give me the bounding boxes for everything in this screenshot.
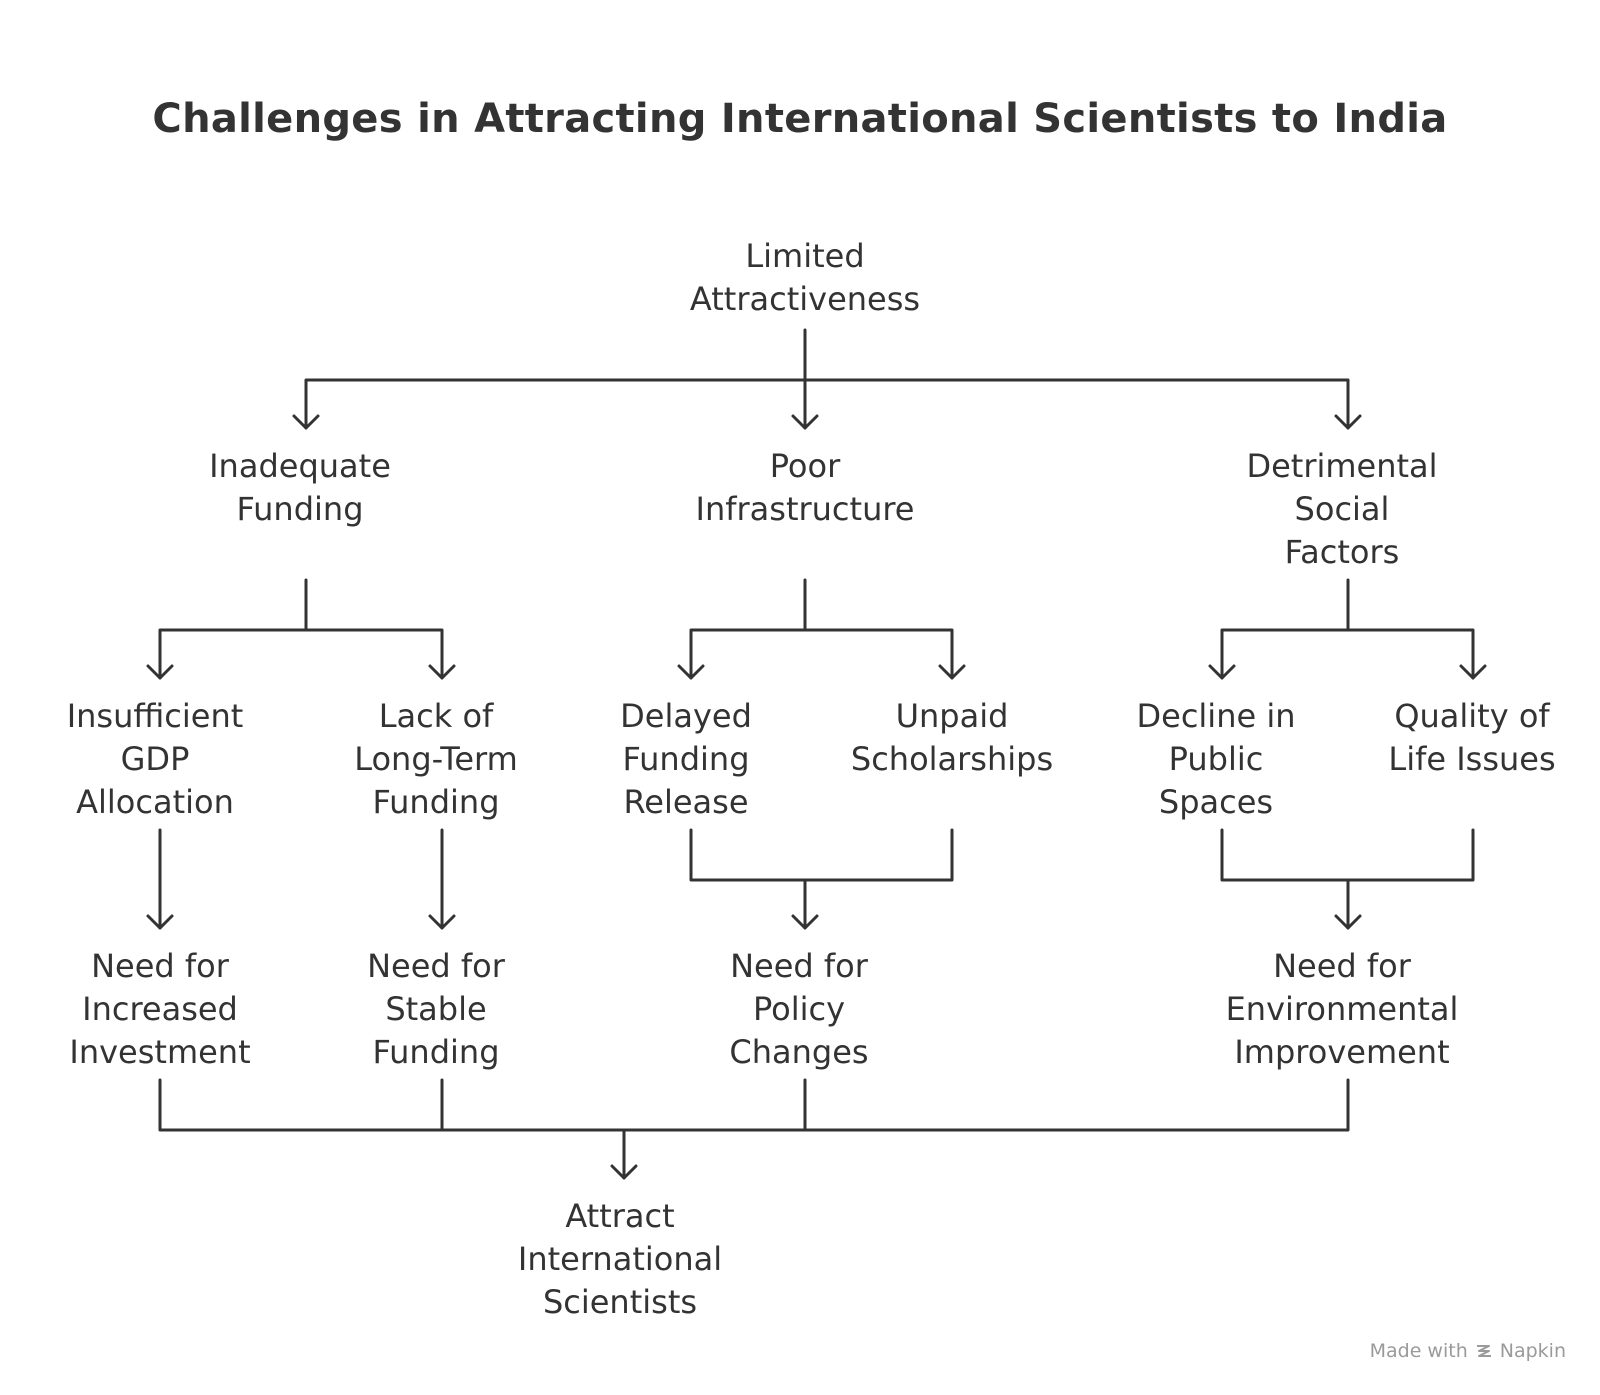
arrowhead-stable (428, 914, 456, 930)
footer-prefix: Made with (1369, 1340, 1468, 1362)
arrowhead-quality (1459, 664, 1487, 680)
node-decline-in-public-spaces: Decline in Public Spaces (1136, 697, 1296, 821)
arrowhead-unpaid (938, 664, 966, 680)
arrowhead-investment (146, 914, 174, 930)
arrowhead-delayed (677, 664, 705, 680)
node-detrimental-social-factors: Detrimental Social Factors (1246, 447, 1438, 571)
arrowhead-longterm (428, 664, 456, 680)
arrowhead-social (1334, 414, 1362, 430)
node-lack-of-long-term-funding: Lack of Long-Term Funding (354, 697, 518, 821)
node-limited-attractiveness: Limited Attractiveness (689, 237, 921, 318)
node-need-for-policy-changes: Need for Policy Changes (729, 947, 869, 1071)
connector-infra-merge (689, 828, 954, 930)
made-with-footer[interactable]: Made with Napkin (1370, 1340, 1566, 1362)
arrowhead-environment (1334, 914, 1362, 930)
connector-social-merge (1220, 828, 1475, 930)
connector-root-to-level1 (304, 328, 1350, 430)
node-attract-international-scientists: Attract International Scientists (517, 1197, 723, 1321)
arrowhead-infrastructure (791, 414, 819, 430)
diagram-title: Challenges in Attracting International S… (152, 96, 1448, 142)
node-inadequate-funding: Inadequate Funding (209, 447, 391, 528)
node-insufficient-gdp-allocation: Insufficient GDP Allocation (66, 697, 244, 821)
connector-funding-split (158, 578, 444, 680)
node-poor-infrastructure: Poor Infrastructure (695, 447, 915, 528)
arrowhead-funding (292, 414, 320, 430)
arrowhead-public (1208, 664, 1236, 680)
node-delayed-funding-release: Delayed Funding Release (620, 697, 752, 821)
node-need-for-environmental-improvement: Need for Environmental Improvement (1225, 947, 1459, 1071)
footer-brand: Napkin (1499, 1340, 1566, 1362)
connector-social-split (1220, 578, 1475, 680)
connector-infrastructure-split (689, 578, 954, 680)
arrowhead-attract (610, 1164, 638, 1180)
node-unpaid-scholarships: Unpaid Scholarships (850, 697, 1054, 778)
napkin-logo-icon (1476, 1345, 1491, 1357)
node-quality-of-life-issues: Quality of Life Issues (1388, 697, 1556, 778)
arrowhead-policy (791, 914, 819, 930)
node-need-for-increased-investment: Need for Increased Investment (69, 947, 251, 1071)
arrowhead-gdp (146, 664, 174, 680)
node-need-for-stable-funding: Need for Stable Funding (367, 947, 505, 1071)
connector-needs-merge (158, 1078, 1350, 1180)
